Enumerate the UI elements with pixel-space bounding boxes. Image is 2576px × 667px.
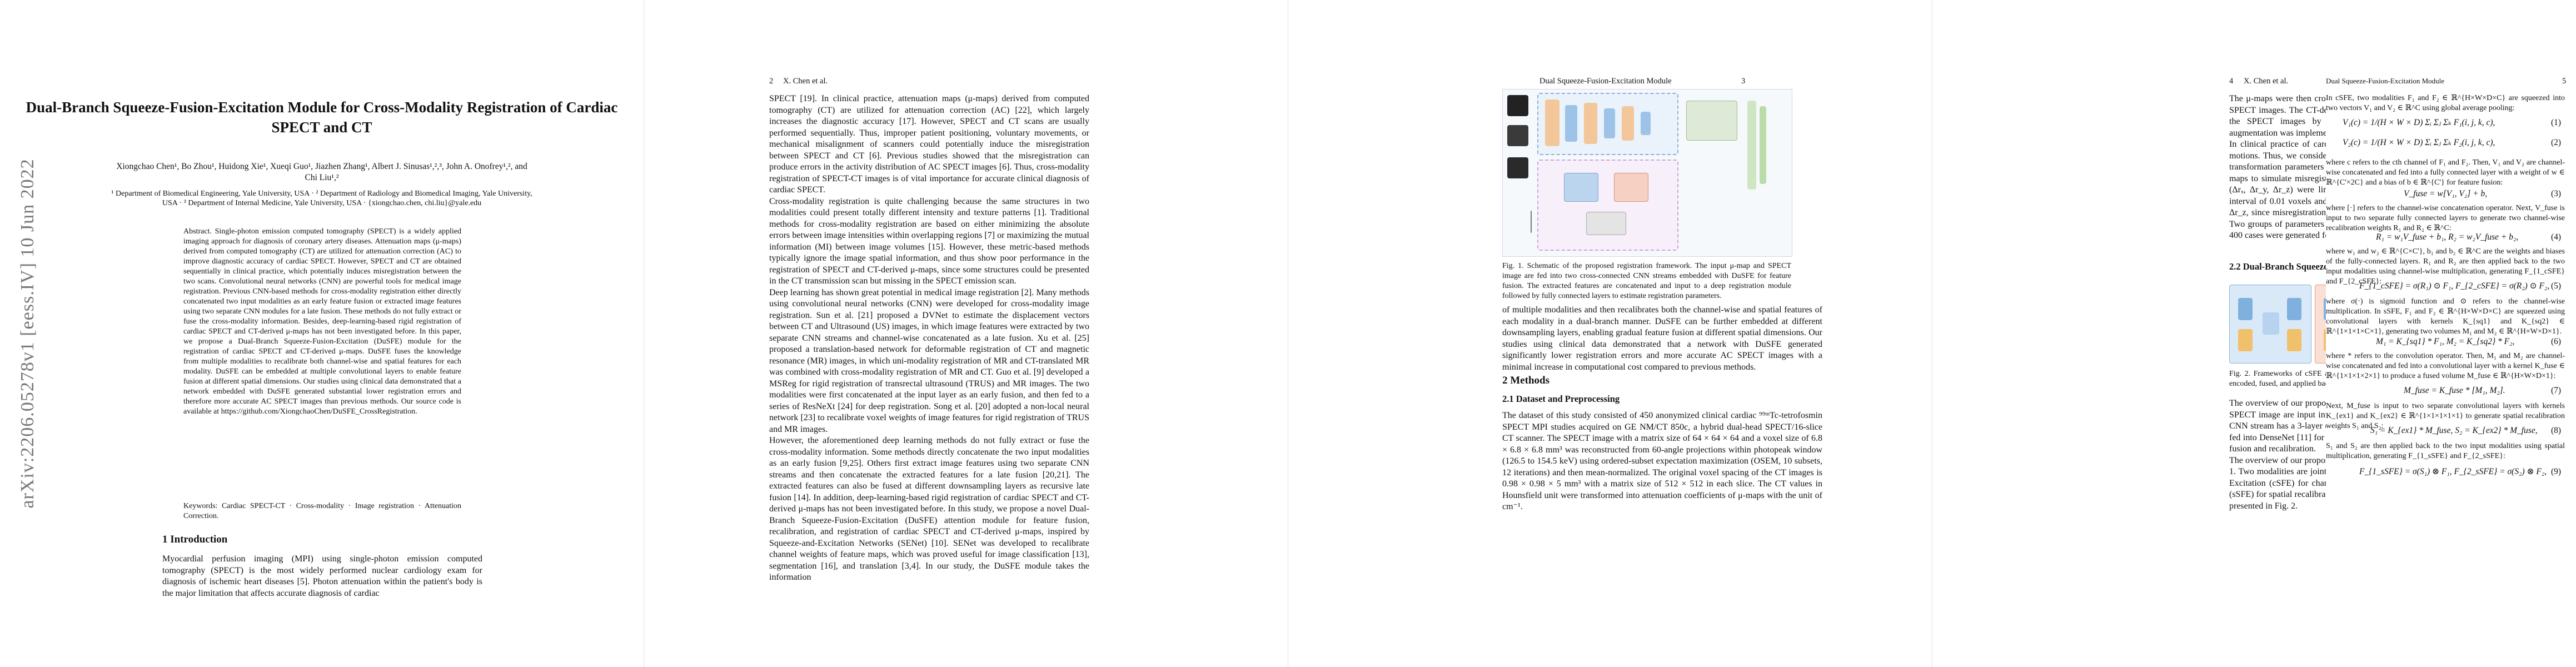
methods-heading: 2 Methods <box>1502 375 1549 386</box>
dataset-text: The dataset of this study consisted of 4… <box>1502 411 1822 511</box>
equation-6: M₁ = K_{sq1} * F₁, M₂ = K_{sq2} * F₂, <box>2376 337 2515 346</box>
figure-1 <box>1502 89 1792 257</box>
ssfe-text: where σ(·) is sigmoid function and ⊙ ref… <box>2326 297 2565 336</box>
csfe-block <box>1564 173 1598 202</box>
spatial-text: S₁ and S₂ are then applied back to the t… <box>2326 442 2565 460</box>
fully-connected-layers <box>1760 106 1766 184</box>
recalibration-text: where [·] refers to the channel-wise con… <box>2326 204 2565 232</box>
abstract: Abstract. Single-photon emission compute… <box>183 227 461 416</box>
feature-map <box>2238 298 2253 320</box>
fusion-text: where c refers to the cth channel of F₁ … <box>2326 158 2565 187</box>
page-2: 2 X. Chen et al. SPECT [19]. In clinical… <box>644 0 1288 667</box>
page-3: Dual Squeeze-Fusion-Excitation Module 3 … <box>1288 0 1932 667</box>
fusion-block <box>1586 212 1626 235</box>
running-title: Dual Squeeze-Fusion-Excitation Module <box>2326 77 2445 85</box>
intro-heading: 1 Introduction <box>162 534 228 545</box>
page-1: arXiv:2206.05278v1 [eess.IV] 10 Jun 2022… <box>0 0 644 667</box>
spect-input-image <box>1507 95 1528 116</box>
equation-2-number: (2) <box>2551 138 2562 147</box>
ssfe-block <box>1614 173 1648 202</box>
page-number: 2 <box>769 77 774 86</box>
page-number: 5 <box>2562 77 2567 86</box>
equation-1-number: (1) <box>2551 118 2562 127</box>
equation-9: F_{1_sSFE} = σ(S₁) ⊗ F₁, F_{2_sSFE} = σ(… <box>2359 467 2547 476</box>
intro-continued: SPECT [19]. In clinical practice, attenu… <box>769 94 1089 582</box>
feature-map <box>2287 298 2301 320</box>
paper-title: Dual-Branch Squeeze-Fusion-Excitation Mo… <box>26 99 618 136</box>
fully-connected-layers <box>1747 101 1756 190</box>
equation-9-number: (9) <box>2551 467 2562 476</box>
csfe-text: In cSFE, two modalities F₁ and F₂ ∈ ℝ^{H… <box>2326 94 2565 112</box>
arxiv-stamp: arXiv:2206.05278v1 [eess.IV] 10 Jun 2022 <box>17 158 38 509</box>
figure-1-caption: Fig. 1. Schematic of the proposed regist… <box>1502 262 1791 300</box>
feature-map <box>2238 329 2253 351</box>
equation-8: S₁ = K_{ex1} * M_fuse, S₂ = K_{ex2} * M_… <box>2370 426 2538 435</box>
intro-conclusion: of multiple modalities and then recalibr… <box>1502 305 1822 372</box>
registered-output-image <box>1507 157 1528 178</box>
equation-8-number: (8) <box>2551 426 2562 435</box>
equation-7: M_fuse = K_fuse * [M₁, M₂]. <box>2404 386 2505 395</box>
mu-map-input-image <box>1507 125 1528 146</box>
equation-5: F_{1_cSFE} = σ(R₁) ⊙ F₁, F_{2_cSFE} = σ(… <box>2359 281 2550 291</box>
equation-6-number: (6) <box>2551 337 2562 346</box>
section-2-1-heading: 2.1 Dataset and Preprocessing <box>1502 394 1620 404</box>
dusfe-block <box>1641 112 1651 135</box>
dusfe-detail-block <box>1537 160 1678 251</box>
dense-block <box>1545 99 1559 146</box>
dusfe-block <box>1604 108 1615 138</box>
fusion-node <box>2263 312 2279 335</box>
weights-text: where w₁ and w₂ ∈ ℝ^{C×C'}, b₁ and b₂ ∈ … <box>2326 247 2565 286</box>
equation-7-number: (7) <box>2551 386 2562 395</box>
equation-3-number: (3) <box>2551 189 2562 198</box>
keywords: Keywords: Cardiac SPECT-CT · Cross-modal… <box>183 502 461 520</box>
equation-3: V_fuse = w[V₁, V₂] + b, <box>2404 189 2488 198</box>
page-number: 3 <box>1741 77 1746 86</box>
affiliations: ¹ Department of Biomedical Engineering, … <box>111 190 532 207</box>
author-list: Xiongchao Chen¹, Bo Zhou¹, Huidong Xie¹,… <box>116 162 527 182</box>
dense-block <box>1622 106 1634 141</box>
equation-5-number: (5) <box>2551 281 2562 291</box>
concat-text: where * refers to the convolution operat… <box>2326 352 2565 380</box>
equation-1: V₁(c) = 1/(H × W × D) Σᵢ Σⱼ Σₖ F₁(i, j, … <box>2343 118 2495 127</box>
dusfe-block <box>1565 105 1577 142</box>
connector-line <box>1531 211 1532 233</box>
equation-4-number: (4) <box>2551 232 2562 242</box>
page-5-body: Dual Squeeze-Fusion-Excitation Module 5 … <box>2326 0 2576 667</box>
running-title: Dual Squeeze-Fusion-Excitation Module <box>1539 77 1672 86</box>
page-number: 4 <box>2229 77 2234 86</box>
dense-block <box>1584 103 1597 144</box>
equation-4: R₁ = w₁V_fuse + b₁, R₂ = w₂V_fuse + b₂, <box>2376 232 2519 242</box>
running-author: X. Chen et al. <box>783 77 828 86</box>
excitation-text: Next, M_fuse is input to two separate co… <box>2326 402 2565 430</box>
equation-2: V₂(c) = 1/(H × W × D) Σᵢ Σⱼ Σₖ F₂(i, j, … <box>2343 138 2495 147</box>
running-author: X. Chen et al. <box>2244 77 2289 86</box>
deep-registration-block <box>1686 101 1737 141</box>
intro-text: Myocardial perfusion imaging (MPI) using… <box>162 554 482 598</box>
feature-map <box>2287 329 2301 351</box>
